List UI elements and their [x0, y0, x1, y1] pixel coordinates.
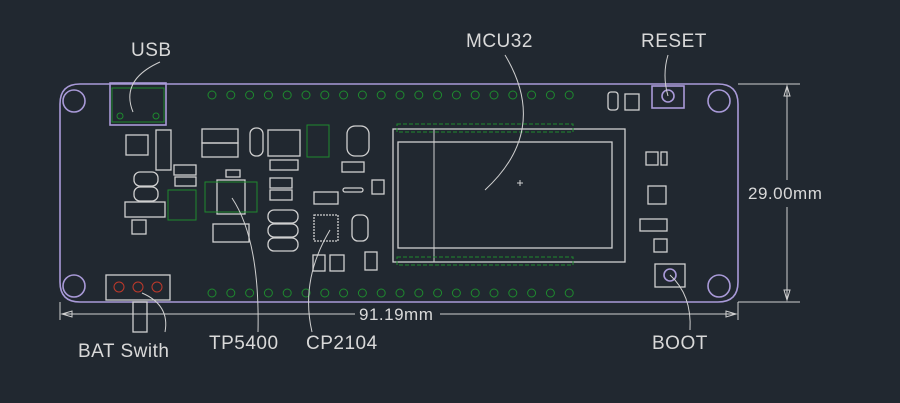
header-pin	[508, 288, 518, 298]
header-pin	[245, 288, 255, 298]
header-pin	[564, 90, 574, 100]
header-pin	[207, 288, 217, 298]
header-pin	[451, 288, 461, 298]
battery-switch	[105, 274, 171, 333]
mcu-label: MCU32	[466, 31, 533, 52]
right-components	[607, 85, 686, 288]
header-pin	[245, 90, 255, 100]
header-pin	[564, 288, 574, 298]
header-pin	[301, 90, 311, 100]
tp5400-label: TP5400	[209, 333, 279, 354]
header-pin	[527, 288, 537, 298]
header-pin	[545, 90, 555, 100]
header-pin	[376, 90, 386, 100]
header-pin	[433, 90, 443, 100]
header-pin	[376, 288, 386, 298]
header-pin	[414, 288, 424, 298]
board-outline	[59, 83, 739, 303]
header-pin	[320, 90, 330, 100]
header-pin	[226, 90, 236, 100]
boot-label: BOOT	[652, 333, 708, 354]
header-pin	[433, 288, 443, 298]
reset-label: RESET	[641, 31, 707, 52]
pin-header-top	[207, 90, 574, 100]
header-pin	[282, 288, 292, 298]
header-pin	[395, 288, 405, 298]
left-components	[124, 124, 385, 272]
pin-header-bottom	[207, 288, 574, 298]
dimension-height	[738, 83, 800, 303]
header-pin	[527, 90, 537, 100]
header-pin	[339, 288, 349, 298]
header-pin	[395, 90, 405, 100]
header-pin	[226, 288, 236, 298]
header-pin	[489, 90, 499, 100]
header-pin	[301, 288, 311, 298]
mounting-holes	[62, 89, 731, 298]
header-pin	[263, 288, 273, 298]
dimension-height-label: 29.00mm	[748, 184, 823, 203]
dimension-width	[59, 302, 739, 320]
header-pin	[508, 90, 518, 100]
header-pin	[414, 90, 424, 100]
header-pin	[489, 288, 499, 298]
header-pin	[470, 90, 480, 100]
header-pin	[357, 90, 367, 100]
mcu-module	[392, 123, 626, 266]
header-pin	[320, 288, 330, 298]
usb-connector	[109, 82, 167, 126]
header-pin	[207, 90, 217, 100]
leader-lines	[129, 54, 691, 333]
header-pin	[451, 90, 461, 100]
header-pin	[470, 288, 480, 298]
dimension-width-label: 91.19mm	[359, 305, 434, 324]
usb-label: USB	[131, 40, 172, 61]
header-pin	[357, 288, 367, 298]
bat-switch-label: BAT Swith	[78, 341, 170, 362]
header-pin	[263, 90, 273, 100]
header-pin	[339, 90, 349, 100]
header-pin	[545, 288, 555, 298]
cp2104-label: CP2104	[306, 333, 378, 354]
header-pin	[282, 90, 292, 100]
